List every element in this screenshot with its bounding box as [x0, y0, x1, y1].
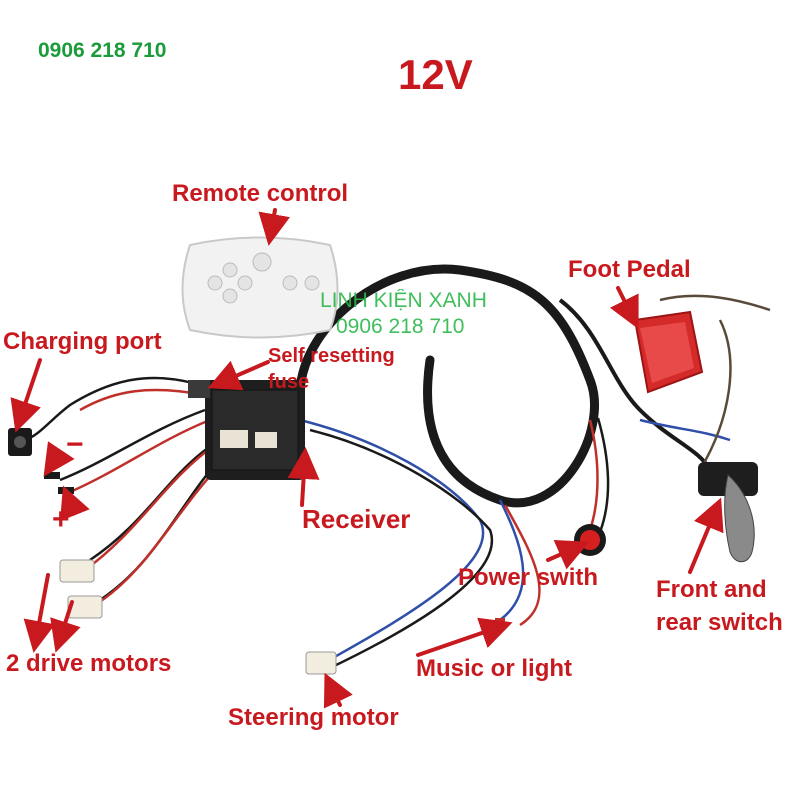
power-switch-image — [574, 524, 606, 556]
receiver-box-image — [188, 380, 305, 480]
foot-pedal-image — [633, 310, 704, 394]
motor-connector-1 — [59, 559, 95, 583]
label-minus: − — [66, 428, 84, 461]
harness-loop — [295, 264, 599, 508]
label-front-rear-line2: rear switch — [656, 609, 783, 636]
harness-to-pedal — [558, 298, 712, 472]
pointer-arrows — [10, 208, 724, 709]
motor-connector-2 — [67, 595, 103, 619]
front-rear-switch-image — [698, 462, 758, 563]
label-fuse-line2: fuse — [268, 371, 310, 393]
label-receiver: Receiver — [302, 504, 411, 534]
charge-plug-minus — [44, 472, 60, 479]
watermark-phone: 0906 218 710 — [336, 315, 465, 338]
label-charging-port: Charging port — [3, 328, 162, 355]
watermark-brand: LINH KIỆN XANH — [320, 289, 487, 312]
steering-connector — [305, 651, 337, 675]
label-remote-control: Remote control — [172, 180, 349, 207]
label-foot-pedal: Foot Pedal — [568, 256, 691, 283]
label-front-rear-line1: Front and — [656, 576, 767, 603]
voltage-title: 12V — [398, 51, 473, 98]
remote-control-image — [181, 236, 339, 339]
label-power-switch: Power swith — [458, 564, 599, 591]
charging-port-image — [8, 428, 32, 456]
label-fuse-line1: Self resetting — [268, 345, 395, 367]
label-steering-motor: Steering motor — [228, 704, 399, 731]
phone-number-top: 0906 218 710 — [38, 39, 167, 62]
label-drive-motors: 2 drive motors — [6, 650, 172, 677]
label-music-light: Music or light — [416, 655, 572, 682]
label-plus: + — [52, 503, 70, 536]
